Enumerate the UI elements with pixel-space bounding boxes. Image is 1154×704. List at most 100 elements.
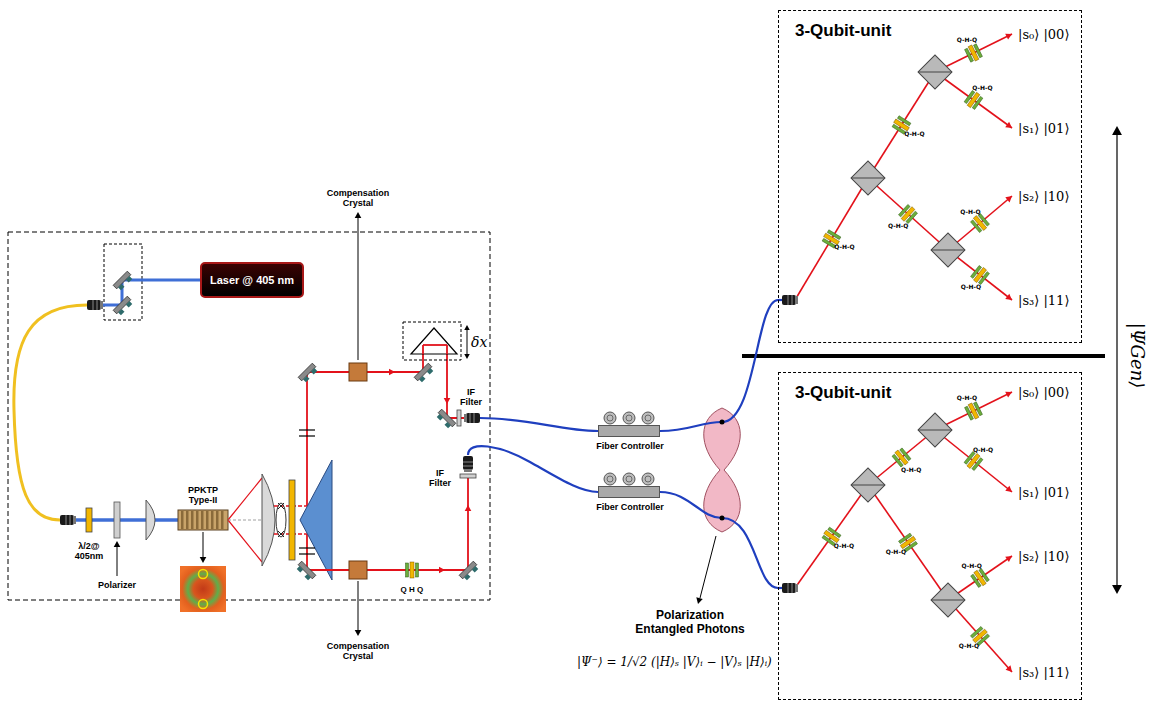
part-label: IF Filter	[456, 387, 486, 407]
beam-arrow	[1005, 31, 1013, 40]
output-state-label: |s₃⟩ |11⟩	[1018, 293, 1069, 308]
half-wave-plate	[410, 562, 414, 578]
quarter-wave-plate	[974, 402, 983, 416]
waveplate-set	[963, 451, 983, 472]
fiber-coupler	[464, 413, 480, 423]
part-label: λ/2@ 405nm	[68, 541, 110, 561]
pickoff-prism	[300, 460, 332, 580]
pbs-cube	[931, 583, 965, 617]
optical-fiber	[468, 446, 598, 492]
mirror-mount	[437, 414, 443, 420]
coupler-lens	[464, 414, 467, 422]
poling-stripe	[211, 511, 214, 529]
fiber-paddle	[626, 476, 632, 482]
separator-bar	[742, 354, 1105, 358]
quarter-wave-plate	[974, 44, 983, 58]
coupler-ring	[463, 462, 473, 463]
polarizing-beam-splitter	[918, 55, 952, 89]
poling-stripe	[196, 511, 199, 529]
waveplate-set	[964, 401, 983, 421]
photon-beam	[795, 485, 868, 588]
polarizing-beam-splitter	[931, 233, 965, 267]
poling-stripe	[181, 511, 184, 529]
waveplate-set	[891, 447, 911, 468]
quarter-wave-plate	[900, 448, 911, 461]
photon-beam	[306, 534, 308, 570]
part-label: PPKTP Type-II	[180, 485, 226, 505]
fiber-coupler	[87, 300, 103, 310]
dimension-label: δx	[471, 334, 487, 350]
part-label: Polarizer	[98, 580, 136, 590]
photon-beam	[307, 478, 468, 570]
mirror-mount	[419, 376, 425, 382]
coupler-lens	[464, 469, 472, 472]
fiber-paddle	[607, 476, 613, 482]
coupler-ring	[97, 300, 98, 310]
coupler-ring	[792, 295, 793, 305]
arrow-head	[695, 597, 703, 604]
focusing-lens	[146, 500, 155, 540]
waveplate-label: Q-H-Q	[886, 548, 906, 555]
waveplate-label: Q-H-Q	[973, 446, 993, 453]
mirror-mount	[305, 574, 311, 580]
pbs-cube	[918, 55, 952, 89]
arrow-head	[464, 325, 470, 330]
arrow-head	[389, 369, 395, 376]
pbs-surface	[918, 55, 952, 89]
polarizing-beam-splitter	[931, 583, 965, 617]
if-filter	[457, 410, 461, 426]
coupler-ring	[93, 300, 94, 310]
beam-arrow	[1006, 665, 1015, 674]
photon-beam	[935, 72, 1012, 128]
fiber-coupler	[463, 456, 473, 472]
cross-mark	[278, 531, 284, 537]
iris-mark	[299, 553, 315, 554]
arrow-head	[444, 398, 451, 404]
leader-line	[358, 581, 359, 630]
photon-beam	[935, 430, 1012, 492]
qubit-unit-frame: 3-Qubit-unit	[778, 372, 1082, 700]
fiber-paddle	[642, 473, 654, 485]
ring-spot	[199, 570, 208, 579]
mirror-mount	[297, 566, 303, 572]
arrow-head	[1005, 122, 1014, 131]
arrow-head	[1005, 294, 1014, 303]
coupler-ring	[792, 583, 793, 593]
optical-axis	[228, 520, 262, 521]
photon-beam	[423, 345, 464, 418]
mirror-mount	[126, 276, 132, 282]
state-arrow-head	[1112, 585, 1122, 594]
coupler-ring	[474, 413, 475, 423]
waveplate-label: Q-H-Q	[972, 84, 992, 91]
waveplate-label: Q-H-Q	[834, 542, 854, 549]
ring-spot	[199, 600, 208, 609]
quarter-wave-plate	[978, 272, 989, 285]
photon-beam	[423, 344, 447, 346]
mirror-mount	[427, 368, 433, 374]
output-state-label: |s₂⟩ |10⟩	[1018, 189, 1069, 204]
beam-arrow	[1005, 193, 1014, 202]
waveplate-label: Q-H-Q	[961, 283, 981, 290]
mirror	[113, 296, 134, 317]
half-wave-plate	[86, 508, 92, 532]
polarizer-plate	[114, 502, 120, 538]
quarter-wave-plate	[972, 458, 983, 471]
beam-arrow	[465, 505, 472, 511]
coupler-lens	[100, 301, 103, 309]
pbs-surface	[851, 161, 885, 195]
polarizing-beam-splitter	[918, 413, 952, 447]
fiber-paddle	[623, 473, 635, 485]
iris-mark	[299, 547, 315, 548]
coupler-ring	[788, 295, 789, 305]
compensation-crystal	[349, 363, 367, 381]
waveplate-label: Q-H-Q	[957, 36, 977, 43]
state-arrow	[1116, 132, 1117, 588]
waveplate-label: Q-H-Q	[888, 222, 908, 229]
arrow-head	[1005, 389, 1013, 398]
coupler-ring	[66, 515, 67, 525]
beam-arrow	[444, 398, 451, 404]
arrow-head	[465, 505, 472, 511]
aperture-loop	[276, 503, 286, 537]
